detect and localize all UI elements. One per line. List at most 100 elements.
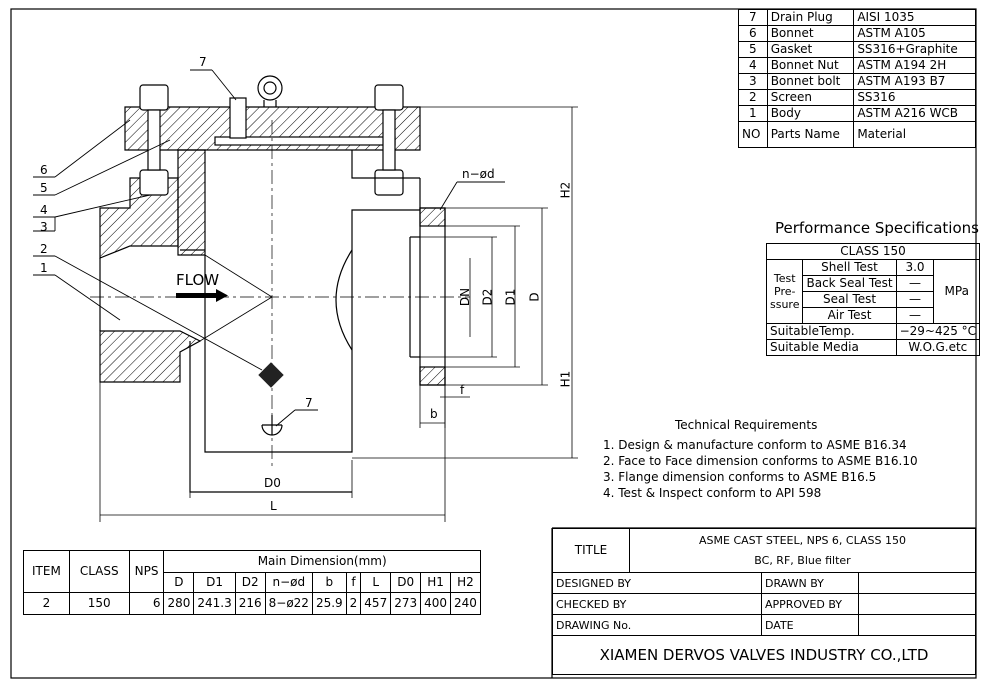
dimension-lines: [99, 106, 578, 522]
suitable-media-label: Suitable Media: [766, 339, 897, 356]
callout-6: 6: [40, 163, 48, 177]
dim-dn: DN: [458, 287, 473, 307]
parts-no: 1: [738, 105, 768, 122]
parts-no: 6: [738, 25, 768, 42]
dim-header-main: Main Dimension(mm): [163, 550, 481, 573]
dim-col-header: D: [163, 572, 195, 593]
callout-1: 1: [40, 261, 48, 275]
parts-name: Bonnet bolt: [766, 73, 855, 90]
title-block: TITLE ASME CAST STEEL, NPS 6, CLASS 150 …: [552, 528, 976, 675]
checked-by-label: CHECKED BY: [552, 593, 762, 615]
callout-leaders: [33, 69, 505, 427]
approved-by-label: APPROVED BY: [761, 593, 859, 615]
bolt-left: [139, 84, 169, 111]
parts-name: Drain Plug: [766, 9, 855, 26]
parts-header-material: Material: [853, 121, 976, 148]
dim-col-value: 8−ø22: [264, 592, 313, 615]
callout-7-drain: 7: [305, 396, 313, 410]
n-d-label: n−ød: [462, 167, 495, 181]
dim-col-header: D0: [390, 572, 422, 593]
dim-d2: D2: [480, 288, 495, 306]
dim-header-class: CLASS: [68, 550, 130, 593]
dim-l: L: [270, 499, 277, 513]
parts-material: ASTM A216 WCB: [853, 105, 976, 122]
dim-col-header: H1: [420, 572, 452, 593]
flow-arrow: [176, 289, 228, 302]
parts-no: 2: [738, 89, 768, 106]
valve-drawing: [90, 75, 470, 493]
dim-col-header: D1: [193, 572, 236, 593]
date-label: DATE: [761, 614, 859, 636]
bolt-right: [374, 84, 404, 111]
test-name-0: Shell Test: [802, 259, 897, 276]
dim-col-value: 273: [390, 592, 422, 615]
parts-name: Body: [766, 105, 855, 122]
parts-material: AISI 1035: [853, 9, 976, 26]
performance-class: CLASS 150: [765, 243, 981, 260]
pressure-unit: MPa: [933, 259, 981, 324]
dim-f: f: [460, 383, 465, 397]
dim-class-value: 150: [68, 592, 130, 615]
test-pressure-label: Test Pre- ssure: [765, 259, 804, 324]
callout-5: 5: [40, 181, 48, 195]
dim-b: b: [430, 407, 438, 421]
dim-col-value: 2: [345, 592, 362, 615]
technical-requirements: Technical Requirements 1. Design & manuf…: [603, 417, 918, 501]
parts-material: ASTM A105: [853, 25, 976, 42]
parts-material: ASTM A194 2H: [853, 57, 976, 74]
parts-no: 5: [738, 41, 768, 58]
dim-header-nps: NPS: [128, 550, 165, 593]
dim-d0: D0: [264, 476, 281, 490]
parts-no: 3: [738, 73, 768, 90]
parts-name: Screen: [766, 89, 855, 106]
drain-plug-bottom: [262, 415, 282, 435]
flow-label: FLOW: [176, 271, 220, 289]
dim-col-value: 216: [234, 592, 266, 615]
test-name-3: Air Test: [802, 307, 897, 324]
dim-h1: H1: [558, 370, 573, 388]
callout-4: 4: [40, 203, 48, 217]
tech-req-item: 1. Design & manufacture conform to ASME …: [603, 438, 907, 452]
tech-req-item: 2. Face to Face dimension conforms to AS…: [603, 454, 918, 468]
parts-no: 7: [738, 9, 768, 26]
parts-material: ASTM A193 B7: [853, 73, 976, 90]
dim-col-value: 25.9: [311, 592, 347, 615]
dim-col-value: 241.3: [193, 592, 236, 615]
designed-by-label: DESIGNED BY: [552, 572, 762, 594]
callout-7-top: 7: [199, 55, 207, 69]
drawn-by-label: DRAWN BY: [761, 572, 859, 594]
performance-title: Performance Specifications: [775, 219, 979, 237]
test-value-3: —: [895, 307, 935, 324]
parts-material: SS316: [853, 89, 976, 106]
callout-3: 3: [40, 220, 48, 234]
test-name-2: Seal Test: [802, 291, 897, 308]
dim-col-value: 240: [450, 592, 481, 615]
dim-col-header: L: [360, 572, 392, 593]
suitable-temp-label: SuitableTemp.: [766, 323, 897, 340]
dim-d1: D1: [503, 288, 518, 306]
dim-h2: H2: [558, 181, 573, 199]
dim-col-header: D2: [234, 572, 266, 593]
parts-table-header: NO Parts Name Material: [738, 121, 976, 148]
parts-no: 4: [738, 57, 768, 74]
screen-symbol: [258, 362, 284, 388]
drain-plug-top: [229, 97, 247, 139]
test-name-1: Back Seal Test: [802, 275, 897, 292]
tech-req-item: 3. Flange dimension conforms to ASME B16…: [603, 470, 877, 484]
dim-col-header: b: [311, 572, 347, 593]
dim-col-value: 457: [360, 592, 392, 615]
parts-header-name: Parts Name: [766, 121, 855, 148]
title-line-1: ASME CAST STEEL, NPS 6, CLASS 150: [699, 533, 906, 547]
tech-req-item: 4. Test & Inspect conform to API 598: [603, 486, 822, 500]
parts-material: SS316+Graphite: [853, 41, 976, 58]
company-name: XIAMEN DERVOS VALVES INDUSTRY CO.,LTD: [552, 635, 976, 675]
